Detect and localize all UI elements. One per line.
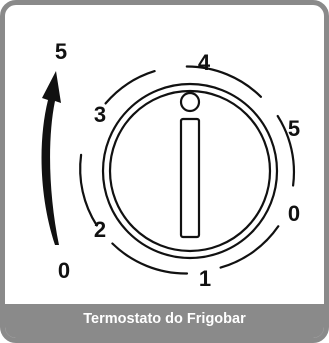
dial-label-lower-left: 2	[94, 217, 106, 242]
thermostat-dial-illustration: 5 0 4 3 5 2 0 1	[41, 39, 300, 291]
arrow-start-label: 0	[58, 258, 70, 283]
caption-text: Termostato do Frigobar	[83, 311, 246, 327]
dial-label-upper-right: 5	[288, 116, 300, 141]
knob-grip-bar	[179, 117, 201, 239]
dial-label-upper-left: 3	[94, 102, 106, 127]
knob-indicator-dot	[179, 91, 201, 113]
thermostat-knob[interactable]	[101, 82, 279, 260]
dial-label-top: 4	[198, 50, 211, 75]
dial-scale-ring	[79, 65, 296, 275]
dial-label-lower-right: 0	[288, 201, 300, 226]
arrow-end-label: 5	[55, 39, 67, 64]
caption-bar: Termostato do Frigobar	[5, 304, 324, 338]
adjust-direction-arrow-icon	[41, 71, 61, 245]
dial-label-bottom: 1	[199, 266, 211, 291]
